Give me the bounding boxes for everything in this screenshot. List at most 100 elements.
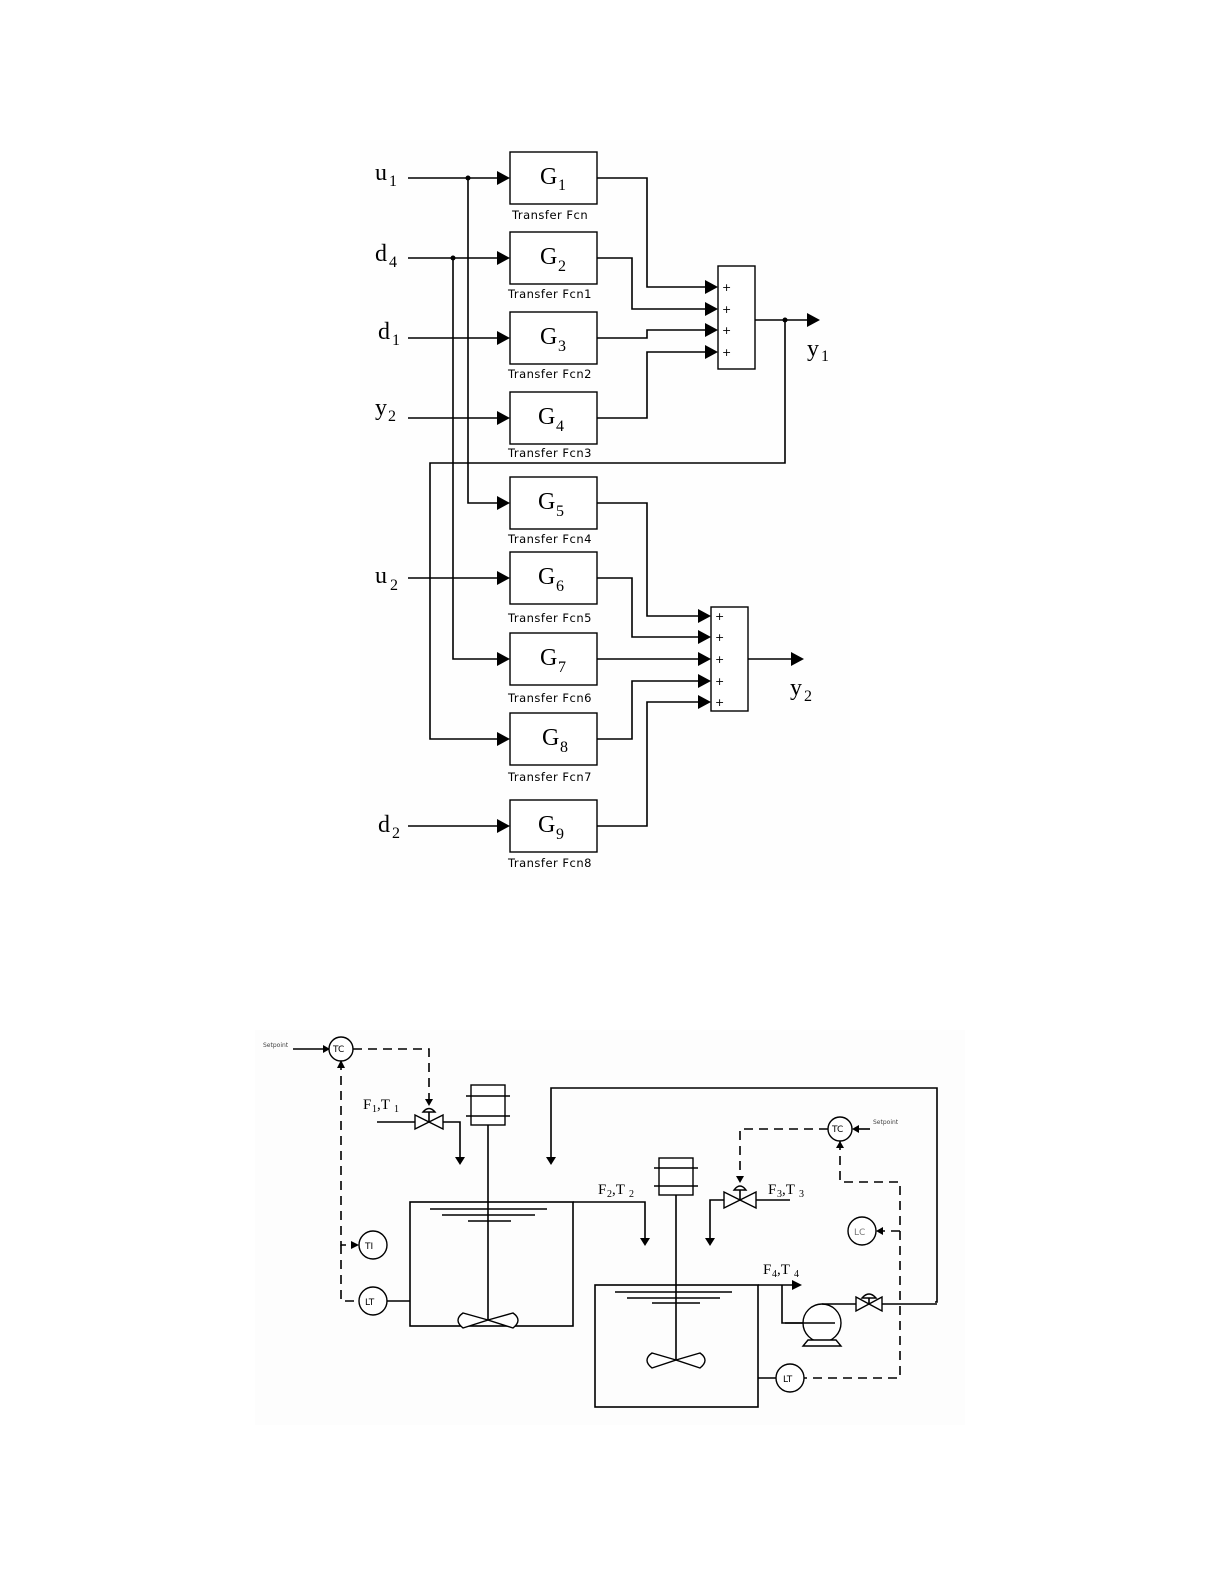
valve-f3[interactable] bbox=[724, 1186, 756, 1208]
svg-text:G: G bbox=[540, 645, 557, 671]
sum-block-y1[interactable]: + + + + bbox=[718, 266, 755, 369]
block-diagram: u 1 d 4 d 1 y 2 u 2 d 2 bbox=[360, 140, 850, 890]
svg-text:+: + bbox=[715, 675, 724, 688]
transmitter-lt1[interactable]: LT bbox=[359, 1287, 387, 1315]
svg-text:1: 1 bbox=[389, 173, 397, 190]
svg-text:G: G bbox=[538, 489, 555, 515]
valve-f1[interactable] bbox=[415, 1109, 443, 1130]
valve-recycle[interactable] bbox=[856, 1294, 882, 1311]
sum1-wires bbox=[597, 178, 718, 418]
svg-text:G: G bbox=[538, 812, 555, 838]
svg-text:Transfer Fcn4: Transfer Fcn4 bbox=[507, 532, 592, 546]
svg-text:G: G bbox=[538, 404, 555, 430]
block-g7[interactable]: G 7 Transfer Fcn6 bbox=[507, 633, 597, 705]
svg-text:+: + bbox=[722, 324, 731, 337]
svg-text:2: 2 bbox=[390, 577, 398, 594]
input-d1: d 1 bbox=[378, 319, 400, 349]
block-g9[interactable]: G 9 Transfer Fcn8 bbox=[507, 800, 597, 870]
svg-text:9: 9 bbox=[556, 826, 564, 843]
svg-text:Transfer Fcn8: Transfer Fcn8 bbox=[507, 856, 592, 870]
sum2-wires bbox=[597, 503, 711, 826]
stream-f4-t4: F 4 ,T 4 bbox=[763, 1262, 799, 1280]
svg-text:6: 6 bbox=[556, 578, 564, 595]
svg-text:3: 3 bbox=[558, 338, 566, 355]
transmitter-lt2[interactable]: LT bbox=[776, 1364, 804, 1392]
svg-text:TC: TC bbox=[831, 1125, 843, 1135]
pump[interactable] bbox=[785, 1304, 841, 1346]
svg-text:2: 2 bbox=[392, 825, 400, 842]
stream-f2-arrow bbox=[640, 1238, 650, 1246]
svg-text:d: d bbox=[378, 319, 390, 345]
indicator-ti[interactable]: TI bbox=[359, 1231, 387, 1259]
svg-text:4: 4 bbox=[556, 418, 564, 435]
svg-text:TC: TC bbox=[332, 1045, 344, 1055]
tc2-signal-arrow bbox=[736, 1176, 744, 1183]
controller-tc1[interactable]: TC bbox=[329, 1037, 353, 1061]
svg-text:LC: LC bbox=[854, 1228, 865, 1238]
svg-text:u: u bbox=[375, 563, 387, 589]
indicator-extra[interactable]: LC bbox=[848, 1217, 876, 1245]
svg-text:+: + bbox=[722, 281, 731, 294]
svg-text:2: 2 bbox=[388, 408, 396, 425]
svg-text:4: 4 bbox=[389, 254, 397, 271]
extra-arrow bbox=[876, 1227, 883, 1235]
input-d4: d 4 bbox=[375, 241, 397, 271]
junction-dot bbox=[466, 176, 471, 181]
setpoint-arrow-2 bbox=[852, 1125, 859, 1133]
svg-text:F: F bbox=[763, 1262, 771, 1278]
lt2-signal-line bbox=[780, 1141, 900, 1378]
svg-text:1: 1 bbox=[394, 1104, 399, 1115]
tank-1[interactable] bbox=[410, 1202, 573, 1328]
svg-text:+: + bbox=[722, 346, 731, 359]
stream-f4-arrow bbox=[792, 1280, 802, 1290]
svg-text:G: G bbox=[542, 725, 559, 751]
svg-text:d: d bbox=[378, 812, 390, 838]
stream-f1-t1: F 1 ,T 1 bbox=[363, 1097, 399, 1115]
block-g2[interactable]: G 2 Transfer Fcn1 bbox=[507, 232, 597, 301]
svg-text:,T: ,T bbox=[377, 1097, 390, 1113]
svg-text:+: + bbox=[715, 653, 724, 666]
svg-text:d: d bbox=[375, 241, 387, 267]
svg-text:y: y bbox=[790, 675, 802, 701]
svg-text:,T: ,T bbox=[612, 1182, 625, 1198]
svg-text:F: F bbox=[768, 1182, 776, 1198]
svg-text:TI: TI bbox=[364, 1242, 373, 1252]
svg-text:2: 2 bbox=[558, 258, 566, 275]
input-y2: y 2 bbox=[375, 395, 396, 425]
feed-3-arrow bbox=[705, 1238, 715, 1246]
block-g5[interactable]: G 5 Transfer Fcn4 bbox=[507, 477, 597, 546]
y2-output-arrow bbox=[791, 652, 804, 666]
svg-text:+: + bbox=[715, 696, 724, 709]
svg-text:2: 2 bbox=[629, 1189, 634, 1200]
lt1-signal-line bbox=[341, 1245, 361, 1301]
block-input-arrows bbox=[497, 171, 510, 833]
feed-1-arrow bbox=[455, 1157, 465, 1165]
block-g1[interactable]: G 1 Transfer Fcn bbox=[510, 152, 597, 222]
svg-text:Transfer Fcn6: Transfer Fcn6 bbox=[507, 691, 592, 705]
stream-f3-t3: F 3 ,T 3 bbox=[768, 1182, 804, 1200]
block-g6[interactable]: G 6 Transfer Fcn5 bbox=[507, 552, 597, 625]
block-g8[interactable]: G 8 Transfer Fcn7 bbox=[507, 713, 597, 784]
y1-output-arrow bbox=[807, 313, 820, 327]
svg-text:5: 5 bbox=[556, 503, 564, 520]
input-d2: d 2 bbox=[378, 812, 400, 842]
input-u1: u 1 bbox=[375, 160, 397, 190]
controller-tc2[interactable]: TC bbox=[828, 1117, 852, 1141]
svg-text:2: 2 bbox=[804, 688, 812, 705]
junction-dot bbox=[451, 256, 456, 261]
ti-signal-line bbox=[341, 1061, 355, 1245]
svg-text:1: 1 bbox=[392, 332, 400, 349]
svg-text:1: 1 bbox=[821, 348, 829, 365]
tc2-signal-line bbox=[740, 1129, 828, 1180]
svg-text:,T: ,T bbox=[782, 1182, 795, 1198]
tc2-feedback-arrow bbox=[836, 1141, 844, 1148]
svg-text:LT: LT bbox=[783, 1375, 793, 1385]
block-g3[interactable]: G 3 Transfer Fcn2 bbox=[507, 312, 597, 381]
ti-arrow bbox=[351, 1241, 359, 1249]
svg-text:Transfer Fcn: Transfer Fcn bbox=[511, 208, 588, 222]
svg-text:+: + bbox=[715, 610, 724, 623]
svg-text:y: y bbox=[807, 336, 819, 362]
block-g4[interactable]: G 4 Transfer Fcn3 bbox=[507, 392, 597, 460]
sum-block-y2[interactable]: + + + + + bbox=[711, 607, 748, 711]
process-diagram-panel: Setpoint TC F 1 ,T 1 bbox=[255, 1030, 965, 1425]
